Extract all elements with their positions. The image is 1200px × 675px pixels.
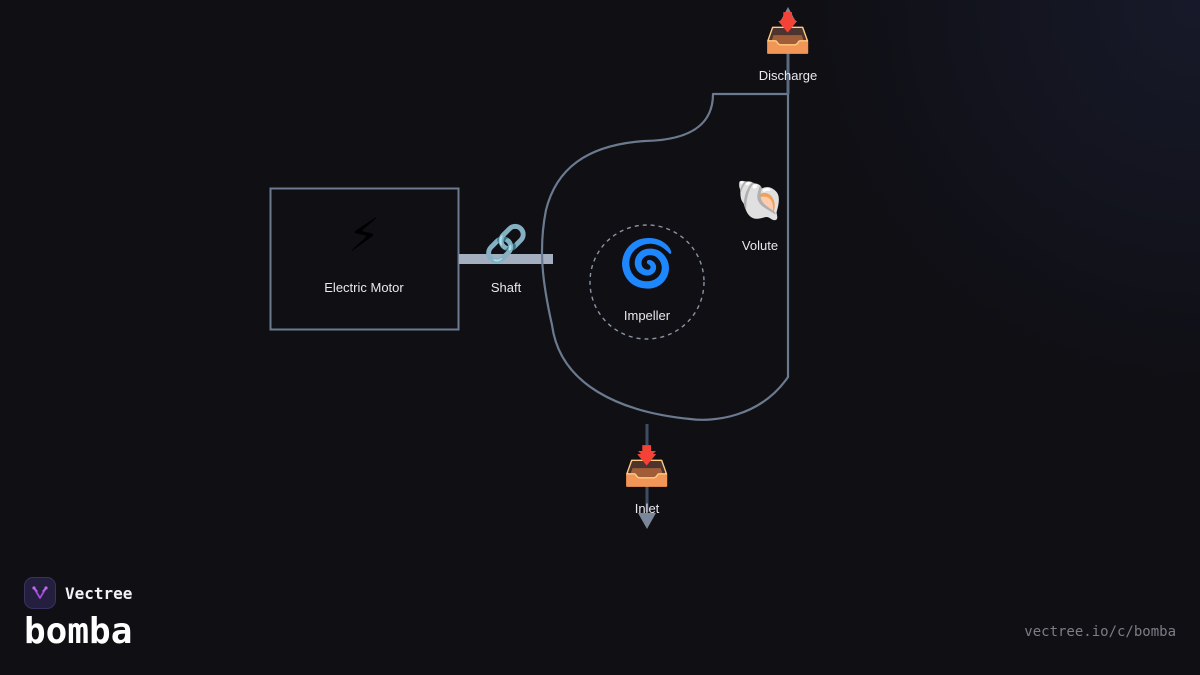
inlet-flow-arrow	[638, 446, 656, 460]
link-icon: 🔗	[483, 223, 529, 264]
impeller-ring	[589, 224, 705, 340]
motor-housing	[269, 187, 460, 331]
project-title: bomba	[24, 611, 133, 652]
company-name: Vectree	[65, 583, 133, 603]
cyclone-icon: 🌀	[618, 237, 676, 289]
branding: Vectree bomba	[24, 577, 132, 652]
discharge-label: Discharge	[758, 68, 818, 83]
vectree-logo-icon	[24, 577, 56, 609]
impeller-label: Impeller	[623, 308, 671, 323]
discharge-inbox-icon: 📥	[764, 13, 812, 55]
discharge-flow-arrow	[779, 12, 797, 27]
volute-label: Volute	[741, 238, 779, 253]
project-url[interactable]: vectree.io/c/bomba	[1024, 624, 1176, 640]
inlet-arrowhead	[638, 513, 656, 529]
volute-casing	[540, 92, 790, 421]
lightning-icon: ⚡	[347, 209, 381, 261]
inlet-inbox-icon: 📥	[623, 446, 671, 488]
shaft-bar	[459, 254, 553, 264]
motor-label: Electric Motor	[324, 280, 404, 295]
spiral-shell-icon: 🐚	[735, 179, 785, 223]
inlet-label: Inlet	[634, 501, 660, 516]
shaft-label: Shaft	[490, 280, 522, 295]
